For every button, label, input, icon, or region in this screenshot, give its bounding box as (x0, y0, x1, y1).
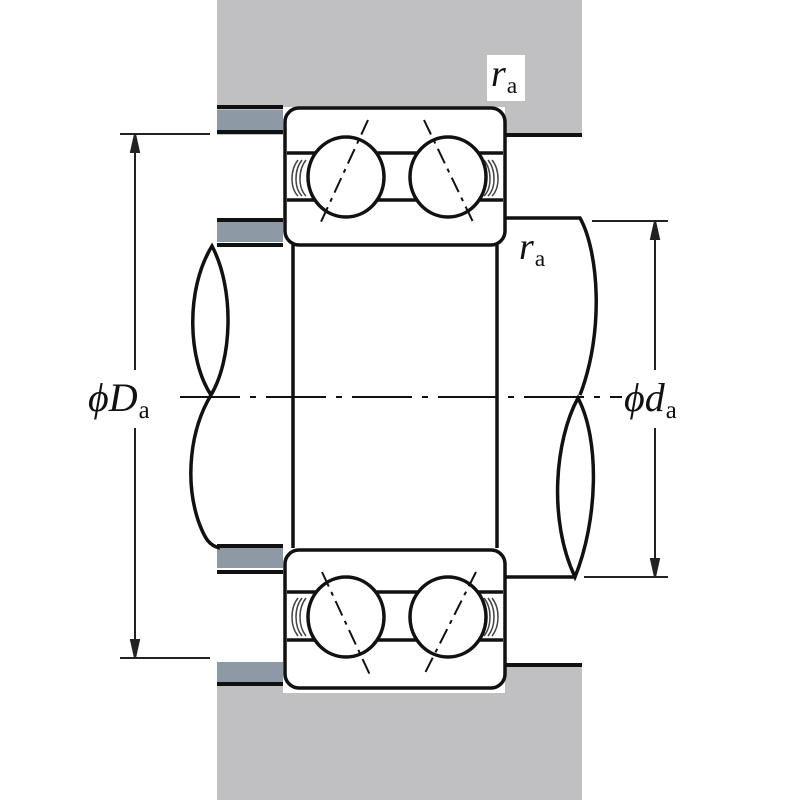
spacer-top-outer (217, 110, 283, 130)
ball-bottom-left (306, 575, 386, 659)
spacer-bottom-outer (217, 662, 283, 682)
label-symbol: r (519, 226, 534, 268)
label-symbol: r (491, 53, 506, 95)
bearing-top (283, 106, 507, 247)
label-symbol: D (108, 375, 138, 420)
spacer-bottom-inner (217, 548, 283, 568)
spacers (217, 110, 283, 686)
label-housing-shoulder-diameter: ϕDa (86, 378, 152, 424)
dimension-Da (120, 133, 210, 659)
ball-top-left (306, 135, 386, 219)
dimension-da (584, 220, 668, 578)
phi-symbol: ϕ (624, 375, 645, 420)
shaft (189, 216, 598, 582)
label-subscript: a (506, 72, 518, 99)
phi-symbol: ϕ (88, 375, 109, 420)
label-shaft-shoulder-diameter: ϕda (622, 378, 679, 424)
label-ra-shaft-fillet: ra (519, 228, 545, 271)
label-symbol: d (644, 375, 665, 420)
spacer-top-inner (217, 222, 283, 242)
label-subscript: a (534, 245, 546, 272)
ball-bottom-right (408, 575, 488, 659)
label-ra-housing-fillet: ra (487, 53, 526, 102)
label-subscript: a (665, 396, 677, 424)
ball-top-right (408, 135, 488, 219)
bearing-bottom (283, 548, 507, 690)
label-subscript: a (138, 396, 150, 424)
